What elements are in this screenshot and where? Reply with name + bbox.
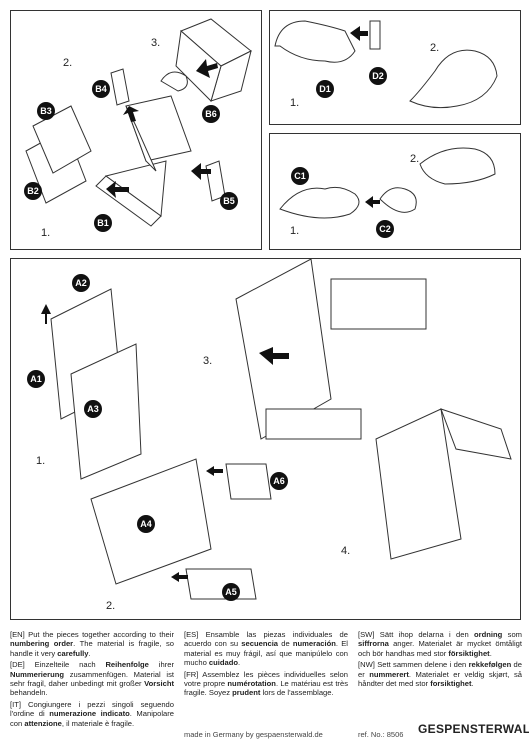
label-a4-badge: [137, 515, 155, 533]
a-assembly-illustration: A1 A2 A3 A4 A5 A6 1. 2. 3. 4.: [27, 259, 512, 612]
label-b5-badge: [220, 192, 238, 210]
label-b3: B3: [40, 106, 52, 116]
step-3: 3.: [151, 37, 160, 49]
label-a2-badge: [72, 274, 90, 292]
instructions-col-1: [EN] Put the pieces together according t…: [10, 630, 174, 730]
label-a2: A2: [75, 278, 87, 288]
step-2: 2.: [410, 153, 419, 165]
d-assembly-illustration: D1 D2 1. 2.: [274, 20, 498, 109]
label-b1: B1: [97, 218, 109, 228]
label-d1-badge: [316, 80, 334, 98]
label-b2-badge: [24, 182, 42, 200]
label-c1: C1: [294, 171, 306, 181]
step-3: 3.: [203, 355, 212, 367]
label-b3-badge: [37, 102, 55, 120]
label-a1: A1: [30, 374, 42, 384]
instr-nw: [NW] Sett sammen delene i den rekkefølge…: [358, 660, 523, 689]
label-a5-badge: [222, 583, 240, 601]
label-a1-badge: [27, 370, 45, 388]
step-1: 1.: [290, 97, 299, 109]
label-a6-badge: [270, 472, 288, 490]
brand-logo-text: GESPENSTERWALD: [418, 722, 529, 736]
label-a4: A4: [140, 519, 152, 529]
label-d2-badge: [369, 67, 387, 85]
label-a3: A3: [87, 404, 99, 414]
step-4: 4.: [341, 545, 350, 557]
label-a5: A5: [225, 587, 237, 597]
label-c2: C2: [379, 224, 391, 234]
label-b6-badge: [202, 105, 220, 123]
instr-fr: [FR] Assemblez les pièces individuelles …: [184, 669, 348, 698]
instr-sw: [SW] Sätt ihop delarna i den ordning som…: [358, 630, 522, 658]
brand-logo: GESPENSTERWALD®: [418, 722, 529, 736]
step-2: 2.: [430, 42, 439, 54]
instr-it: [IT] Congiungere i pezzi singoli seguend…: [10, 699, 174, 728]
label-b2: B2: [27, 186, 39, 196]
label-b6: B6: [205, 109, 217, 119]
label-b4-badge: [92, 80, 110, 98]
instructions-col-3: [SW] Sätt ihop delarna i den ordning som…: [358, 630, 522, 690]
instr-es: [ES] Ensamble las piezas individuales de…: [184, 630, 348, 668]
step-1: 1.: [290, 225, 299, 237]
step-2: 2.: [63, 57, 72, 69]
label-a6: A6: [273, 476, 285, 486]
label-a3-badge: [84, 400, 102, 418]
made-in-text: made in Germany by gespaensterwald.de: [184, 730, 323, 739]
b-assembly-illustration: B1 B2 B3 B4 B5 B6 1. 2. 3.: [24, 18, 252, 239]
step-1: 1.: [41, 227, 50, 239]
ref-number: ref. No.: 8506: [358, 730, 404, 739]
instr-de: [DE] Einzelteile nach Reihenfolge ihrer …: [10, 660, 174, 698]
label-d2: D2: [372, 71, 384, 81]
label-c2-badge: [376, 220, 394, 238]
label-b1-badge: [94, 214, 112, 232]
panel-c-assembly: C1 C2 1. 2.: [269, 133, 521, 250]
instructions-col-2: [ES] Ensamble las piezas individuales de…: [184, 630, 348, 700]
step-1: 1.: [36, 455, 45, 467]
label-c1-badge: [291, 167, 309, 185]
c-assembly-illustration: C1 C2 1. 2.: [279, 147, 496, 238]
label-b5: B5: [223, 196, 235, 206]
instr-en: [EN] Put the pieces together according t…: [10, 630, 174, 658]
panel-d-assembly: D1 D2 1. 2.: [269, 10, 521, 125]
step-2: 2.: [106, 600, 115, 612]
panel-b-assembly: B1 B2 B3 B4 B5 B6 1. 2. 3.: [10, 10, 262, 250]
label-d1: D1: [319, 84, 331, 94]
label-b4: B4: [95, 84, 107, 94]
panel-a-assembly: A1 A2 A3 A4 A5 A6 1. 2. 3. 4.: [10, 258, 521, 620]
